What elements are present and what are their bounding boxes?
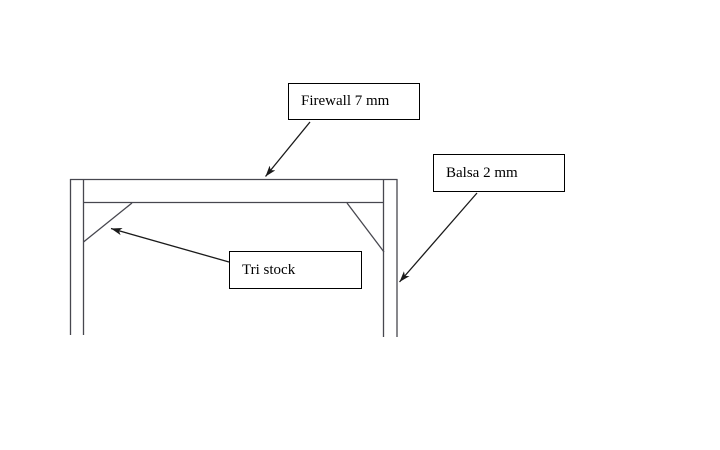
tri-stock-label-text: Tri stock bbox=[242, 261, 296, 278]
tri-stock-label-box: Tri stock bbox=[229, 251, 362, 289]
balsa-label-box: Balsa 2 mm bbox=[433, 154, 565, 192]
firewall-label-text: Firewall 7 mm bbox=[301, 93, 390, 109]
firewall-leader-arrow bbox=[264, 121, 311, 177]
firewall-label-box: Firewall 7 mm bbox=[288, 83, 420, 120]
left-tri-stock-brace-line bbox=[83, 202, 133, 243]
balsa-leader-arrow bbox=[399, 192, 478, 283]
right-tri-stock-brace-line bbox=[346, 202, 385, 253]
tri-stock-leader-arrow bbox=[110, 227, 230, 263]
balsa-label-text: Balsa 2 mm bbox=[446, 164, 518, 181]
